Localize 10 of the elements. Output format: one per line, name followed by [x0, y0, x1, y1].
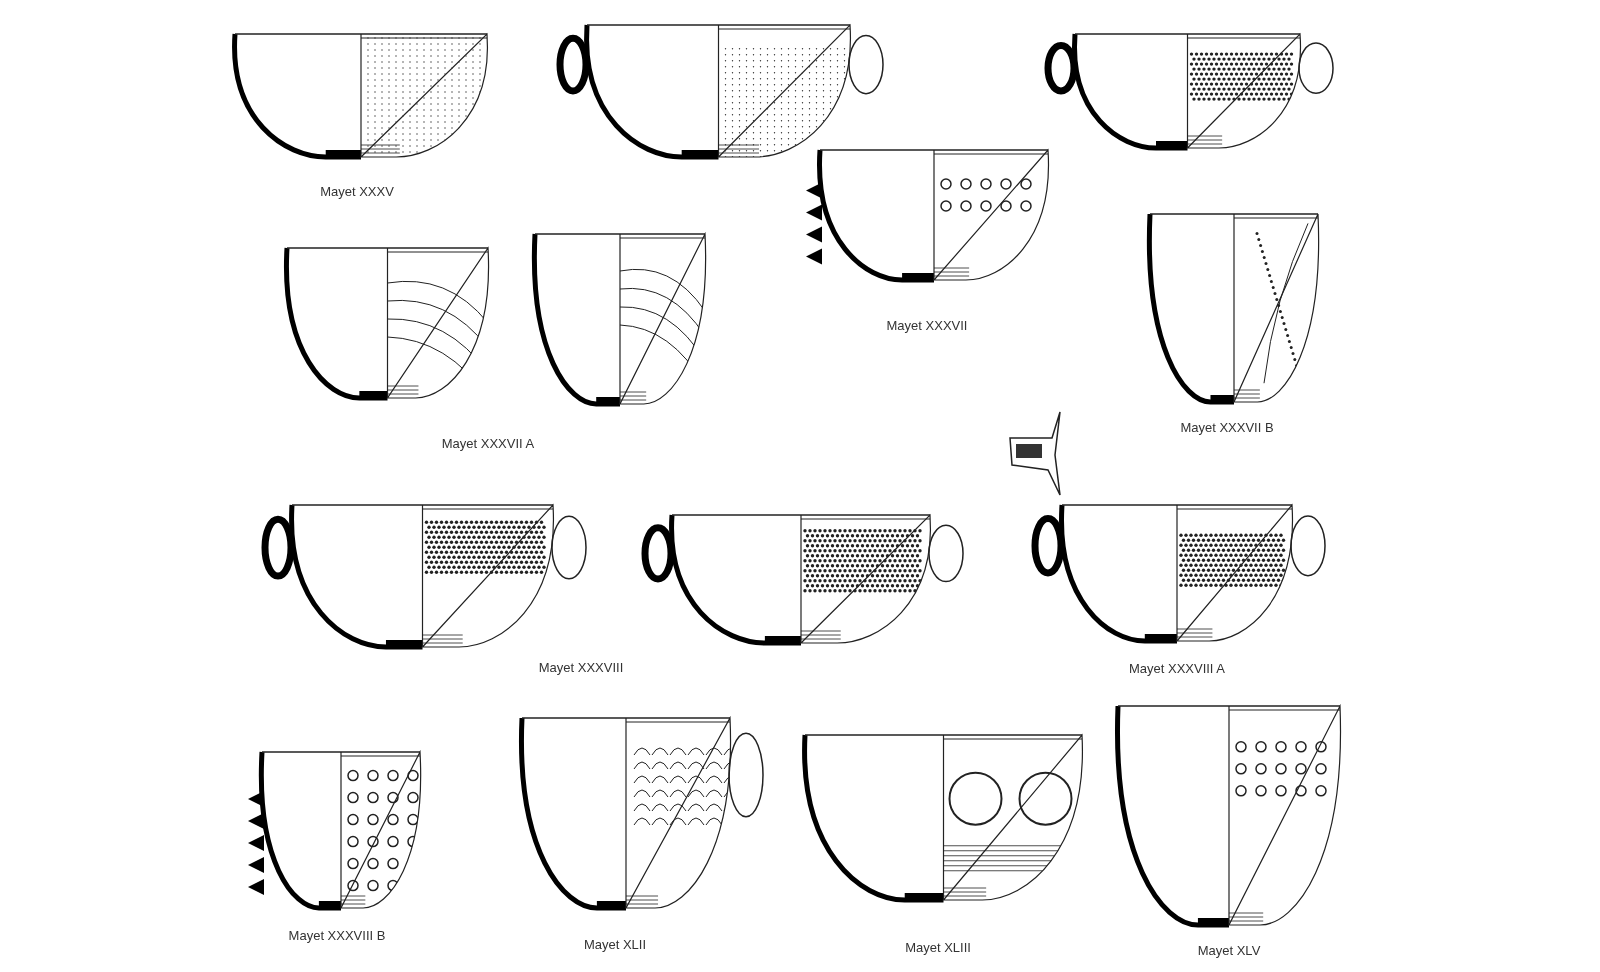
- type-label: Mayet XXXVIII: [538, 660, 624, 675]
- type-label: Mayet XXXVIII A: [1128, 661, 1226, 676]
- type-label: Mayet XXXV: [320, 184, 394, 199]
- type-label: Mayet XXXVIII B: [288, 928, 386, 943]
- type-label: Mayet XXXVII: [886, 318, 968, 333]
- type-label: Mayet XXXVII B: [1180, 420, 1274, 435]
- type-label: Mayet XLII: [583, 937, 647, 952]
- type-label: Mayet XLIII: [905, 940, 971, 955]
- type-label: Mayet XXXVII A: [441, 436, 535, 451]
- type-label: Mayet XLV: [1197, 943, 1261, 958]
